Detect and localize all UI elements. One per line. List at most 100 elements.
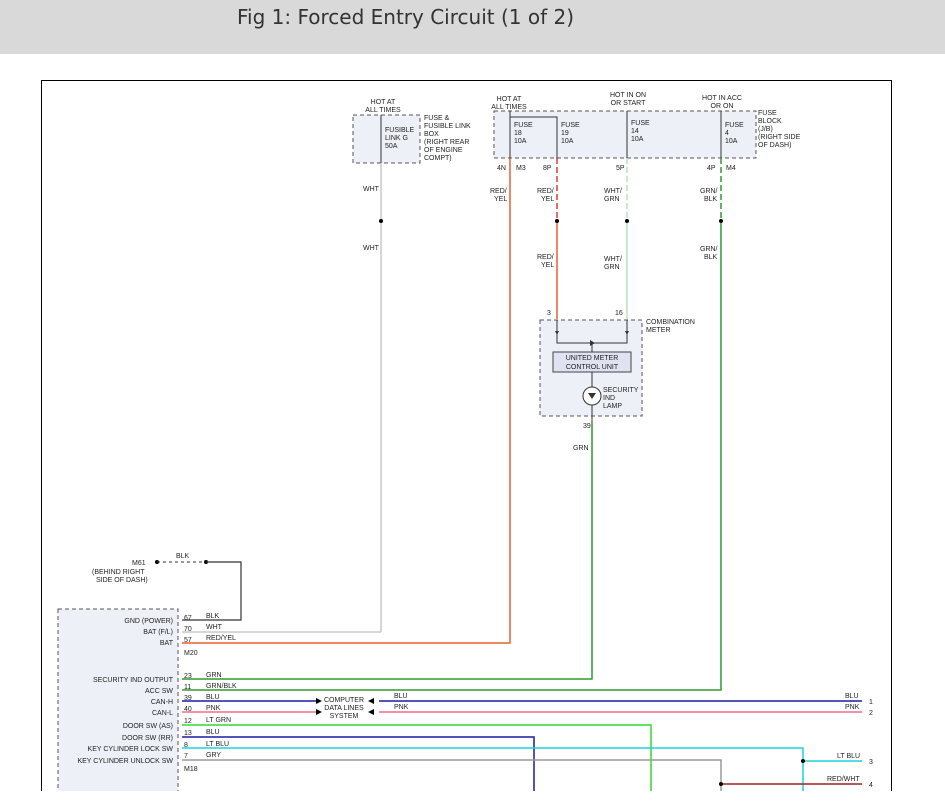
red-yel-label-1b: YEL: [494, 196, 507, 203]
fuse-block-label-2: BLOCK: [758, 118, 782, 125]
wht-grn-label-1a: WHT/: [604, 188, 622, 195]
meter-pin-3: 3: [547, 310, 551, 317]
fuse-4-l1: FUSE: [725, 122, 744, 129]
meter-label-1: COMBINATION: [646, 319, 695, 326]
bcm-pin-can-l: CAN-L: [152, 710, 173, 717]
hot-in-acc-line2: OR ON: [711, 103, 734, 110]
wht-splice-dot: [379, 219, 383, 223]
wht-label-1: WHT: [363, 186, 380, 193]
grn-blk-label-2b: BLK: [704, 254, 718, 261]
pnk-end-label: PNK: [845, 704, 860, 711]
blu-end-label: BLU: [845, 693, 859, 700]
wire-lbl-lt-grn: LT GRN: [206, 717, 231, 724]
wire-lbl-lt-blu: LT BLU: [206, 741, 229, 748]
blu-door-wire: [182, 736, 535, 791]
pin-num-40: 40: [184, 706, 192, 713]
cdls-line2: DATA LINES: [324, 705, 364, 712]
bcm-pin-bat: BAT: [160, 640, 174, 647]
pin-m4: M4: [726, 165, 736, 172]
fuse-4-l2: 4: [725, 130, 729, 137]
wire-lbl-wht: WHT: [206, 624, 223, 631]
red-yel-label-2a: RED/: [537, 188, 554, 195]
hot-all-times-1-line1: HOT AT: [371, 99, 396, 106]
wire-lbl-grn-blk: GRN/BLK: [206, 683, 237, 690]
wire-lbl-red-yel: RED/YEL: [206, 635, 236, 642]
pin-num-12: 12: [184, 718, 192, 725]
pin-num-7: 7: [184, 753, 188, 760]
page-title: Fig 1: Forced Entry Circuit (1 of 2): [237, 5, 574, 29]
lamp-diode-icon: [588, 393, 596, 399]
pnk-right-label: PNK: [394, 704, 409, 711]
lt-grn-wire: [182, 724, 652, 791]
grn-blk-splice-dot: [719, 219, 723, 223]
red-wht-splice-dot: [719, 782, 723, 786]
bcm-pin-door-rr: DOOR SW (RR): [122, 735, 173, 742]
fl-box-label-4: (RIGHT REAR: [424, 139, 469, 146]
grn-wire: [182, 422, 593, 680]
bcm-pin-acc: ACC SW: [145, 688, 173, 695]
diagram-frame: HOT AT ALL TIMES FUSIBLE LINK G 50A FUSE…: [41, 80, 892, 791]
lt-blu-splice-dot: [801, 759, 805, 763]
fuse-18-l3: 10A: [514, 138, 527, 145]
grn-blk-label-1a: GRN/: [700, 188, 718, 195]
wire-lbl-gry: GRY: [206, 752, 221, 759]
ref-1: 1: [869, 699, 873, 706]
fusible-link-box: [352, 114, 421, 164]
red-wht-label: RED/WHT: [827, 776, 860, 783]
connector-m20: M20: [184, 650, 198, 657]
fuse-14-l1: FUSE: [631, 120, 650, 127]
red-yel-label-2b: YEL: [541, 196, 554, 203]
pin-num-13: 13: [184, 730, 192, 737]
fuse-19-l1: FUSE: [561, 122, 580, 129]
wire-lbl-blu: BLU: [206, 694, 220, 701]
pin-num-67: 67: [184, 615, 192, 622]
hot-in-on-line1: HOT IN ON: [610, 92, 646, 99]
fuse-14-l2: 14: [631, 128, 639, 135]
connector-m18: M18: [184, 766, 198, 773]
ref-4: 4: [869, 782, 873, 789]
red-yel-label-1a: RED/: [490, 188, 507, 195]
can-l-arrow-icon: [316, 709, 322, 715]
orange-wire: [182, 158, 511, 644]
pnk-arrow-icon: [368, 709, 374, 715]
pin-m3: M3: [516, 165, 526, 172]
fusible-link-line2: LINK G: [385, 135, 408, 142]
cdls-line1: COMPUTER: [324, 697, 364, 704]
bcm-box: [57, 608, 179, 791]
fuse-19-l2: 19: [561, 130, 569, 137]
wire-lbl-blu-2: BLU: [206, 729, 220, 736]
fuse-block-label-5: OF DASH): [758, 142, 791, 149]
united-meter-line1: UNITED METER: [566, 355, 619, 362]
ref-3: 3: [869, 759, 873, 766]
meter-pin-39: 39: [583, 423, 591, 430]
meter-pin-16: 16: [615, 310, 623, 317]
pin-4p: 4P: [707, 165, 716, 172]
bcm-wire-labels: BLK WHT RED/YEL GRN GRN/BLK BLU PNK LT G…: [206, 613, 237, 759]
grn-blk-label-1b: BLK: [704, 196, 718, 203]
wire-lbl-grn: GRN: [206, 672, 222, 679]
fusible-link-line1: FUSIBLE: [385, 127, 415, 134]
grn-blk-wire: [182, 221, 722, 691]
fuse-block-label-1: FUSE: [758, 110, 777, 117]
pin-8p: 8P: [543, 165, 552, 172]
pin-4n: 4N: [497, 165, 506, 172]
ground-desc-2: SIDE OF DASH): [96, 577, 148, 584]
wire-lbl-blk: BLK: [206, 613, 220, 620]
ground-desc-1: (BEHIND RIGHT: [92, 569, 145, 576]
diode-left-icon: [555, 331, 559, 335]
fl-box-label-6: COMPT): [424, 155, 452, 162]
blu-arrow-icon: [368, 698, 374, 704]
grn-label: GRN: [573, 445, 589, 452]
red-yel-label-3a: RED/: [537, 254, 554, 261]
pin-5p: 5P: [616, 165, 625, 172]
hot-all-times-2-line2: ALL TIMES: [491, 104, 527, 111]
grn-blk-label-2a: GRN/: [700, 246, 718, 253]
fuse-18-l2: 18: [514, 130, 522, 137]
fuse-bus: [509, 111, 558, 158]
bcm-pin-key-lock: KEY CYLINDER LOCK SW: [88, 746, 174, 753]
security-lamp-l1: SECURITY: [603, 387, 639, 394]
can-h-arrow-icon: [316, 698, 322, 704]
hot-all-times-2-line1: HOT AT: [497, 96, 522, 103]
hot-in-on-line2: OR START: [611, 100, 646, 107]
lt-blu-wire: [182, 747, 804, 791]
